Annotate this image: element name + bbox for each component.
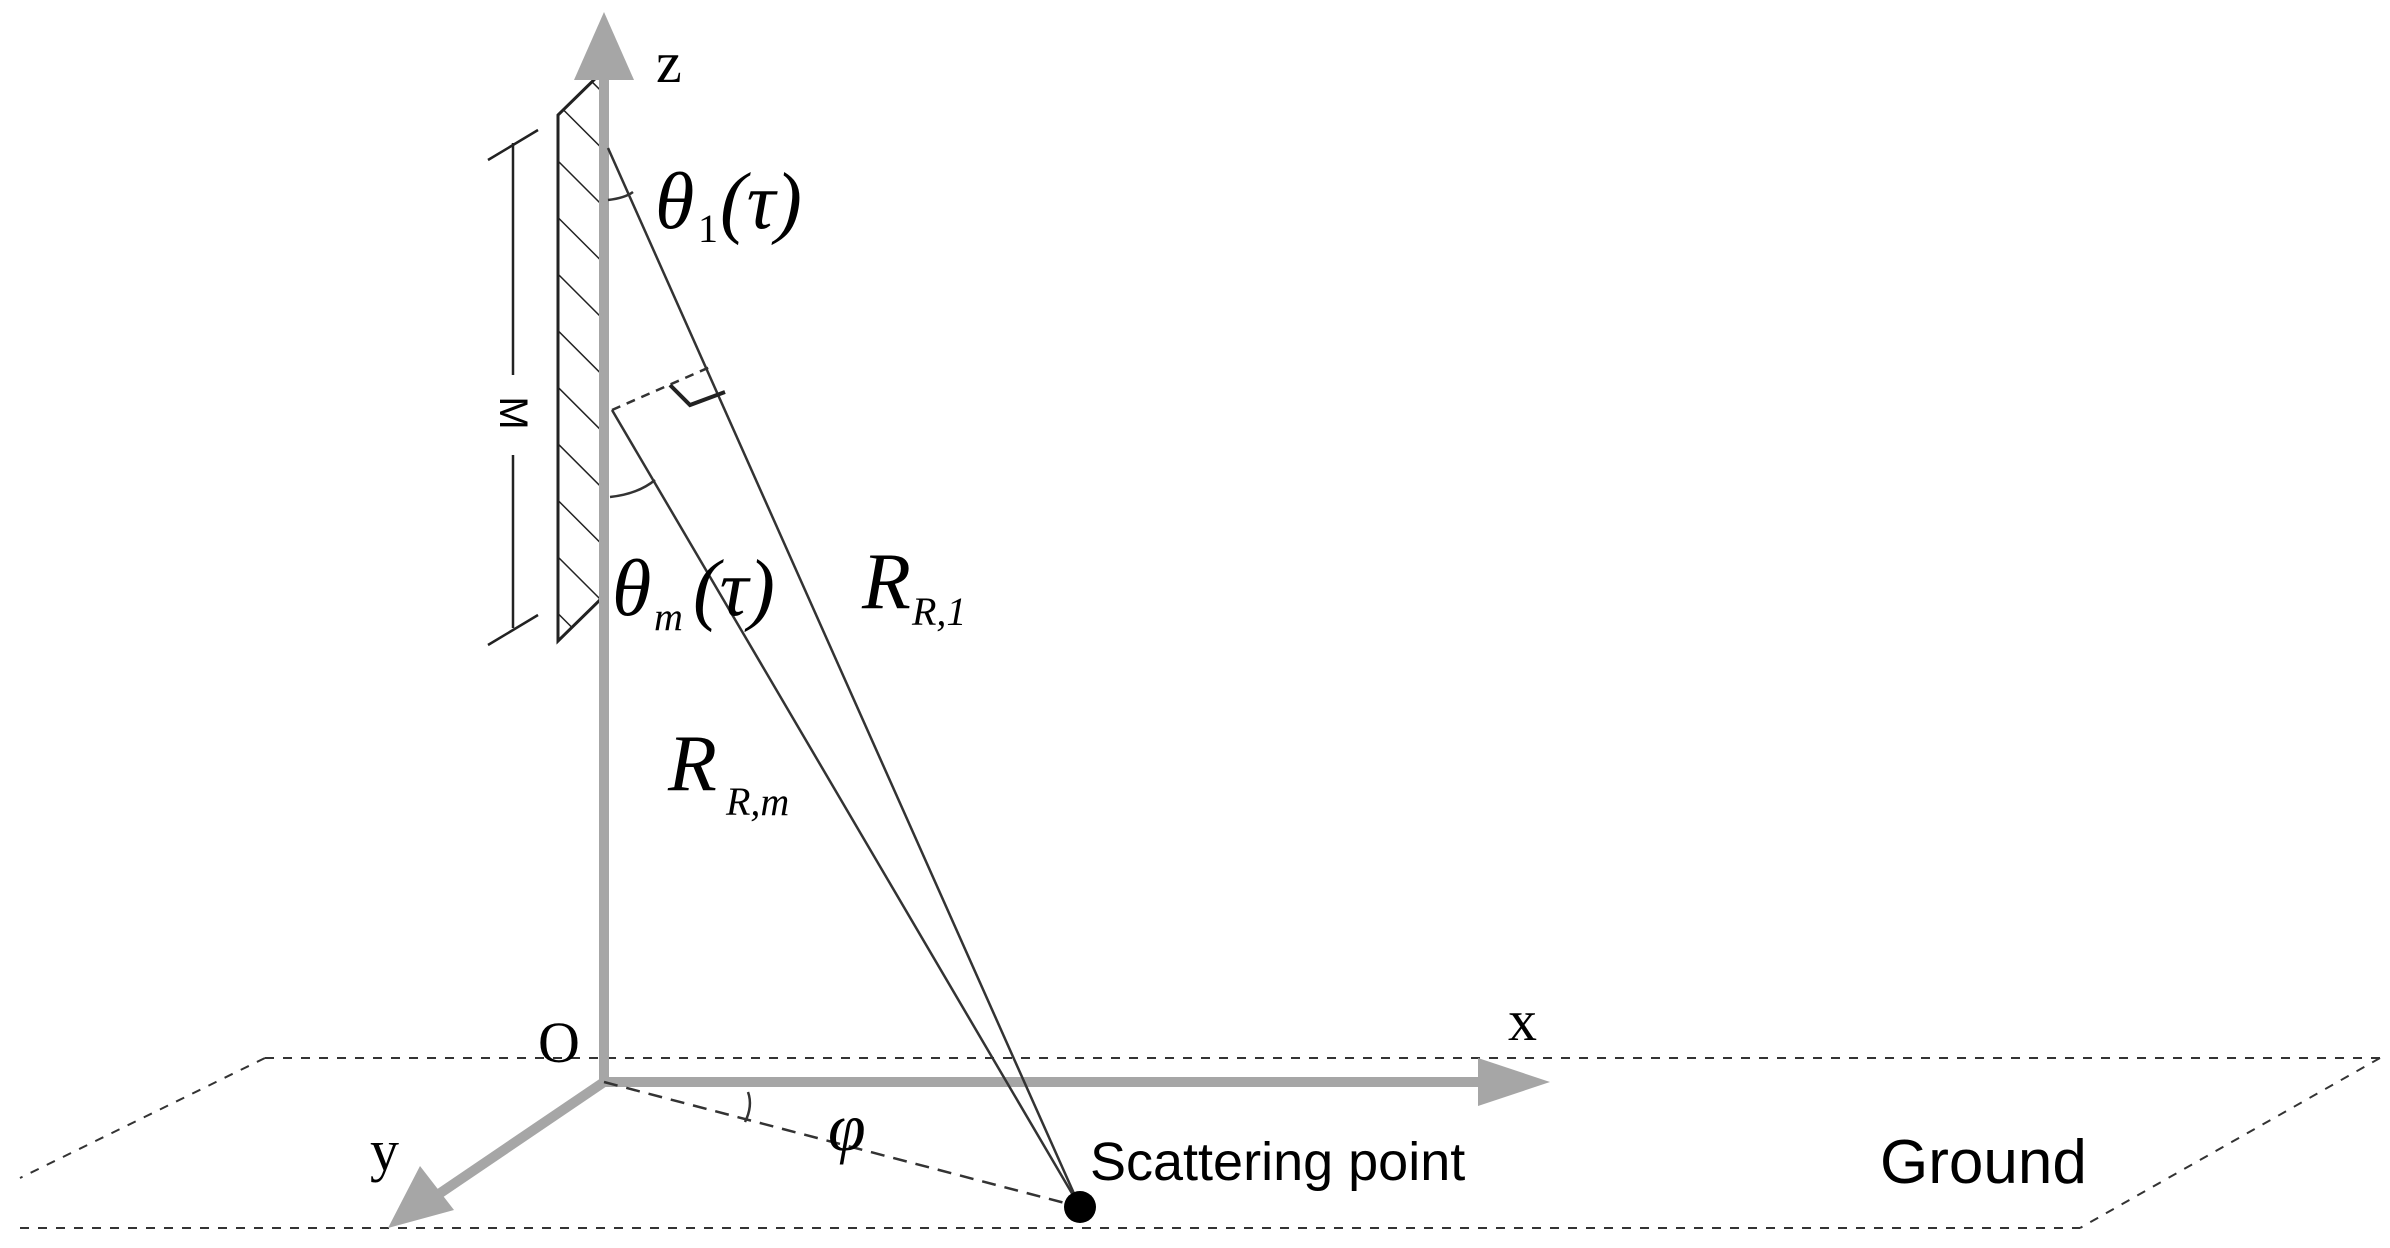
svg-text:θ: θ bbox=[655, 158, 694, 246]
range-r1-label: R R,1 bbox=[861, 538, 966, 634]
svg-text:m: m bbox=[654, 594, 683, 639]
range-lines bbox=[603, 147, 1082, 1209]
z-axis-label: z bbox=[656, 30, 682, 95]
phi-arc bbox=[743, 1091, 752, 1123]
svg-text:1: 1 bbox=[698, 206, 718, 251]
array-size-label: M bbox=[491, 396, 535, 429]
range-rm-label: R R,m bbox=[667, 720, 789, 824]
thetam-label: θ m (τ) bbox=[612, 545, 775, 639]
antenna-array bbox=[556, 66, 606, 645]
origin-label: O bbox=[538, 1010, 580, 1075]
perpendicular-projection bbox=[611, 365, 711, 412]
svg-text:R,m: R,m bbox=[725, 779, 789, 824]
svg-text:θ: θ bbox=[612, 545, 651, 633]
array-size-dimension bbox=[487, 128, 539, 647]
ground-label: Ground bbox=[1880, 1128, 2087, 1197]
theta1-arc bbox=[607, 190, 634, 202]
ground-plane bbox=[19, 1057, 2381, 1229]
svg-text:R: R bbox=[667, 720, 717, 808]
range-line-1 bbox=[606, 147, 1082, 1208]
theta1-label: θ 1 (τ) bbox=[655, 158, 802, 251]
x-axis bbox=[604, 1058, 1550, 1106]
scattering-point-label: Scattering point bbox=[1090, 1132, 1465, 1192]
svg-text:(τ): (τ) bbox=[720, 158, 802, 246]
svg-text:(τ): (τ) bbox=[693, 545, 775, 633]
y-axis-label: y bbox=[370, 1118, 399, 1183]
thetam-arc bbox=[609, 479, 656, 499]
scattering-point-dot bbox=[1064, 1191, 1096, 1223]
svg-text:R,1: R,1 bbox=[911, 589, 966, 634]
y-axis bbox=[388, 1077, 607, 1228]
ground-projection bbox=[603, 1080, 1081, 1209]
right-angle-marker bbox=[668, 383, 726, 408]
svg-text:R: R bbox=[861, 538, 911, 626]
z-axis bbox=[574, 12, 634, 1082]
phi-label: φ bbox=[828, 1089, 866, 1165]
angle-arcs bbox=[607, 190, 752, 1123]
x-axis-label: x bbox=[1508, 988, 1537, 1053]
range-line-m bbox=[610, 409, 1082, 1208]
